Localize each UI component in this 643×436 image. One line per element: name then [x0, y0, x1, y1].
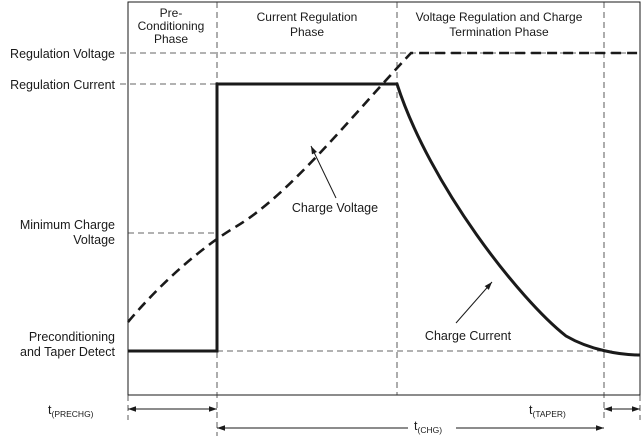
phase-precondition-line3: Phase	[154, 32, 188, 46]
phase-precondition-line2: Conditioning	[138, 19, 205, 33]
label-precond-line2: and Taper Detect	[20, 345, 115, 359]
t-taper-subscript: (TAPER)	[532, 409, 566, 419]
phase-current-line1: Current Regulation	[257, 10, 358, 24]
charge-voltage-curve	[127, 51, 640, 323]
label-t-chg: t(CHG)	[414, 419, 442, 435]
label-regulation-voltage: Regulation Voltage	[10, 47, 115, 61]
charge-current-pointer	[455, 281, 493, 324]
label-t-taper: t(TAPER)	[529, 403, 566, 419]
t-chg-main: t	[414, 419, 418, 433]
label-min-charge-line2: Voltage	[73, 233, 115, 247]
t-prechg-subscript: (PRECHG)	[51, 409, 93, 419]
phase-current-line2: Phase	[290, 25, 324, 39]
label-t-prechg: t(PRECHG)	[48, 403, 94, 419]
label-min-charge-line1: Minimum Charge	[20, 218, 115, 232]
charge-voltage-pointer	[310, 145, 337, 199]
phase-voltage-line2: Termination Phase	[449, 25, 549, 39]
t-chg-subscript: (CHG)	[417, 425, 442, 435]
phase-precondition-line1: Pre-	[160, 6, 183, 20]
phase-voltage-line1: Voltage Regulation and Charge	[416, 10, 583, 24]
label-charge-voltage: Charge Voltage	[292, 201, 378, 215]
label-precond-line1: Preconditioning	[29, 330, 115, 344]
charge-current-curve	[128, 82, 641, 357]
label-regulation-current: Regulation Current	[10, 78, 115, 92]
label-charge-current: Charge Current	[425, 329, 512, 343]
plot-frame	[127, 1, 641, 396]
t-prechg-main: t	[48, 403, 52, 417]
t-taper-main: t	[529, 403, 533, 417]
